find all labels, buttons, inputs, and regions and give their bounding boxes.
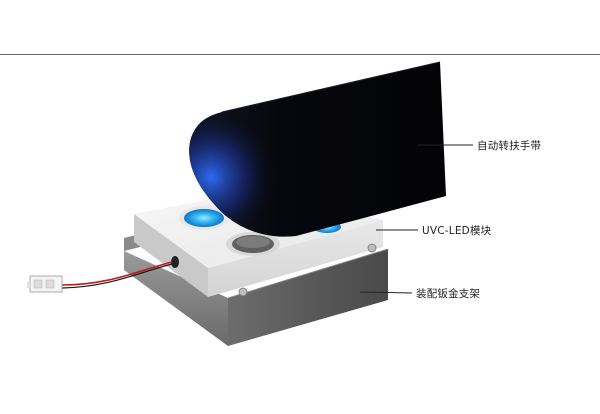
callout-handrail-strap: 自动转扶手带 [477,140,542,152]
cable-port [171,256,179,268]
callout-sheet-metal-bracket: 装配钣金支架 [416,288,481,300]
screw-module [367,243,377,253]
callout-uvc-led-module: UVC-LED模块 [422,225,492,237]
bracket-front-wall [228,249,388,346]
top-divider [0,54,600,55]
leader-bracket [359,291,413,294]
module-front-face [208,220,383,297]
module-left-face [134,214,208,297]
bracket-left-wall [124,251,228,346]
cable-connector [27,275,63,293]
power-cable [61,261,173,286]
screw-bracket [238,287,248,297]
